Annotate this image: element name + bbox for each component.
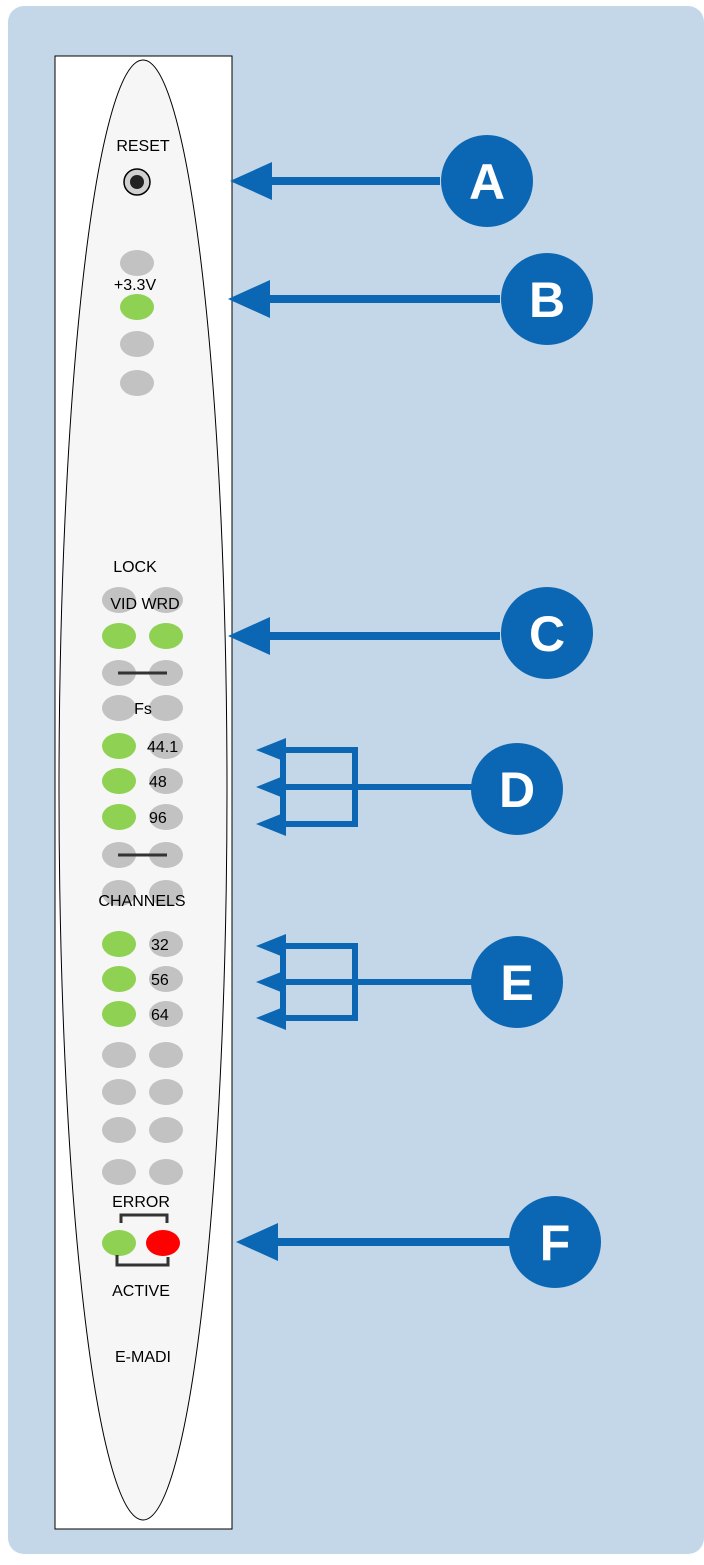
led-blank-2-left — [102, 1079, 136, 1105]
ch-64-label: 64 — [151, 1007, 169, 1024]
active-label: ACTIVE — [112, 1283, 170, 1300]
ch-32-label: 32 — [151, 937, 169, 954]
led-ch-top-right — [149, 880, 183, 906]
callout-d-letter: D — [499, 762, 535, 818]
led-lock-top-right — [149, 587, 183, 613]
reset-button-core — [130, 175, 144, 189]
led-power-4 — [120, 370, 154, 396]
voltage-label: +3.3V — [114, 277, 157, 294]
callout-e-circle — [471, 936, 563, 1028]
callout-b-circle — [501, 253, 593, 345]
channels-label: CHANNELS — [98, 893, 185, 910]
callout-f-letter: F — [540, 1215, 571, 1271]
led-active — [102, 1230, 136, 1256]
fs-48-label: 48 — [149, 774, 167, 791]
active-bracket — [115, 1255, 170, 1267]
callout-f-circle — [509, 1196, 601, 1288]
ch-56-label: 56 — [151, 972, 169, 989]
led-blank-1-right — [149, 1042, 183, 1068]
led-blank-4-left — [102, 1159, 136, 1185]
error-bracket — [119, 1213, 169, 1223]
fs-44-label: 44.1 — [147, 739, 178, 756]
fs-label: Fs — [134, 701, 152, 718]
panel-face — [58, 59, 228, 1521]
callout-a-circle — [441, 135, 533, 227]
callout-e-letter: E — [500, 955, 533, 1011]
led-ch-64-bg — [149, 1001, 183, 1027]
led-blank-2-right — [149, 1079, 183, 1105]
led-ch-32-bg — [149, 931, 183, 957]
led-power-1 — [120, 250, 154, 276]
arrow-d-head-3 — [256, 812, 286, 836]
led-fs-44 — [102, 733, 136, 759]
led-fs-96-bg — [149, 804, 183, 830]
led-blank-1-left — [102, 1042, 136, 1068]
arrow-e-head-1 — [256, 934, 286, 958]
model-label: E-MADI — [115, 1349, 171, 1366]
led-lock-vid — [102, 623, 136, 649]
arrow-d-head-1 — [256, 738, 286, 762]
led-blank-4-right — [149, 1159, 183, 1185]
led-power-3 — [120, 331, 154, 357]
callout-b-letter: B — [529, 272, 565, 328]
led-fs-48-bg — [149, 768, 183, 794]
callout-a-letter: A — [469, 154, 505, 210]
lock-label: LOCK — [113, 559, 157, 576]
led-blank-3-right — [149, 1117, 183, 1143]
led-error — [146, 1230, 180, 1256]
led-fs-top-left — [102, 695, 136, 721]
led-ch-32 — [102, 931, 136, 957]
led-ch-64 — [102, 1001, 136, 1027]
led-ch-56-bg — [149, 966, 183, 992]
led-power-3v3 — [120, 294, 154, 320]
reset-label: RESET — [116, 138, 170, 155]
led-ch-56 — [102, 966, 136, 992]
led-lock-wrd — [149, 623, 183, 649]
led-lock-top-left — [102, 587, 136, 613]
arrow-a-head — [230, 162, 272, 200]
led-fs-96 — [102, 804, 136, 830]
led-fs-44-bg — [149, 733, 183, 759]
callout-c-letter: C — [529, 606, 565, 662]
fs-96-label: 96 — [149, 810, 167, 827]
arrow-f-head — [236, 1223, 278, 1261]
arrow-e-head-2 — [256, 970, 286, 994]
vid-wrd-label: VID WRD — [110, 596, 179, 613]
led-ch-top-left — [102, 880, 136, 906]
callout-c-circle — [501, 587, 593, 679]
arrow-b-head — [228, 280, 270, 318]
arrow-c-head — [228, 617, 270, 655]
led-blank-3-left — [102, 1117, 136, 1143]
arrow-e-head-3 — [256, 1006, 286, 1030]
led-fs-top-right — [149, 695, 183, 721]
led-fs-48 — [102, 768, 136, 794]
error-label: ERROR — [112, 1194, 170, 1211]
arrow-d-head-2 — [256, 775, 286, 799]
callout-d-circle — [471, 743, 563, 835]
